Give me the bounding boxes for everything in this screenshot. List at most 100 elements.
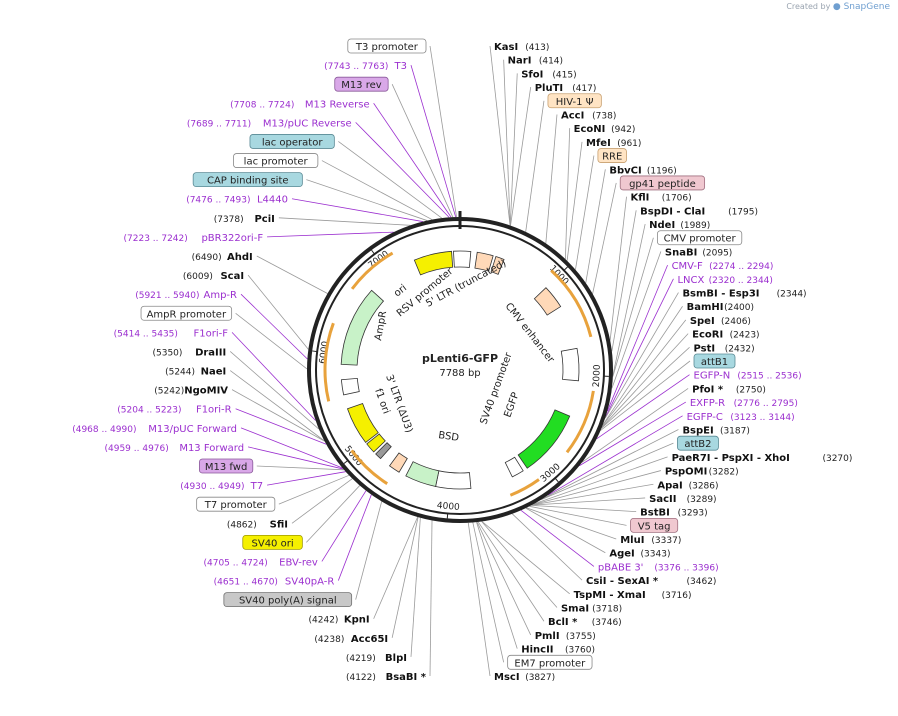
site-position: (961) [617,139,641,149]
primer-name: M13/pUC Reverse [263,118,352,129]
leader-line [306,485,361,543]
site-name: ApaI [657,480,682,491]
leader-line [601,347,690,429]
feature-label-text: lac operator [262,137,323,148]
site-position: (417) [572,84,596,94]
label-f1ori-r: F1ori-R(5204 .. 5223) [117,405,231,416]
leader-line [532,483,654,506]
leader-line [575,155,595,270]
label-nari: NarI(414) [508,56,563,67]
leader-line [467,522,491,677]
label-csii-sexai: CsiI - SexAI *(3462) [586,576,716,587]
label-naei: NaeI(5244) [165,367,226,378]
site-name: PfoI * [692,384,724,395]
label-bsabi: BsaBI *(4122) [346,672,427,683]
primer-range: (2274 .. 2294) [709,262,773,272]
leader-line [585,169,606,283]
site-position: (1989) [680,221,710,231]
site-position: (3270) [822,454,852,464]
primer-name: T3 [394,61,407,72]
site-name: NaeI [201,367,227,378]
leader-line [278,474,350,505]
label-t3-promoter: T3 promoter [347,38,427,54]
label-attb1: attB1 [693,353,736,369]
leader-line [592,182,617,294]
label-bstbi: BstBI(3293) [640,508,707,519]
leader-line [565,128,571,260]
site-position: (6490) [192,253,222,263]
primer-range: (7689 .. 7711) [187,119,251,129]
leader-line [605,278,674,417]
scale-tick-label: 2000 [592,364,603,388]
site-name: NdeI [649,220,675,231]
label-scai: ScaI(6009) [183,271,244,282]
site-name: HincII [521,645,553,656]
feature-ampr [340,289,385,366]
snapgene-credit: Created by ● SnapGene [786,2,890,12]
leader-line [566,141,583,261]
leader-line [231,389,325,442]
site-position: (3746) [592,618,622,628]
leader-line [489,45,511,226]
leader-line [235,408,327,445]
snapgene-logo: ● SnapGene [832,2,890,12]
leader-line [410,64,457,218]
leader-line [612,237,654,377]
label-kasi: KasI(413) [494,42,549,53]
leader-line [355,122,450,218]
leader-line [541,442,674,501]
site-position: (5350) [152,348,182,358]
leader-line [321,490,367,562]
feature-ampr-promoter [340,377,360,396]
feature-label-box [347,38,427,54]
label-ori: ori [392,283,409,300]
feature-label-box [196,496,276,512]
inner-labels: RSV promoter 5' LTR (truncated) CMV enha… [372,258,556,444]
label-pbr322ori-f: pBR322ori-F (7223 .. 7242) [124,233,264,244]
label-psti: PstI(2432) [694,343,755,354]
label-ngomiv: NgoMIV(5242) [154,386,228,397]
primer-range: (7223 .. 7242) [124,234,188,244]
label-t7: T7(4930 .. 4949) [180,481,263,492]
leader-line [256,255,328,294]
feature-label-box [249,134,335,149]
feature-label-text: attB1 [701,357,728,368]
site-name: KflI [631,193,650,204]
orange-arrow [550,269,593,338]
label-f1ori-f: F1ori-F(5414 .. 5435) [114,328,229,339]
label-hiv-1: HIV-1 Ψ [547,93,602,109]
site-position: (3282) [709,468,739,478]
site-position: (2400) [724,303,754,313]
primer-name: F1ori-R [196,405,232,416]
label-pspomi: PspOMI(3282) [665,467,739,478]
site-name: BbvCI [609,165,641,176]
leader-line [267,231,394,238]
label-cmv-f: CMV-F(2274 .. 2294) [672,261,774,272]
label-lncx: LNCX(2320 .. 2344) [677,275,772,286]
plasmid-name: pLenti6-GFP [422,352,498,365]
site-position: (3827) [525,673,555,683]
site-name: PaeR7I - PspXI - XhoI [672,453,790,464]
label-attb2: attB2 [677,435,719,451]
leader-line [533,456,668,505]
label-lac-promoter: lac promoter [233,153,319,168]
site-position: (2423) [730,331,760,341]
site-position: (2406) [721,317,751,327]
leader-line [391,84,454,218]
primer-name: pBR322ori-F [201,233,263,244]
primer-name: L4440 [257,195,288,206]
site-name: AhdI [227,252,253,263]
feature-ori [413,250,454,276]
label-mlui: MluI(3337) [620,535,681,546]
leader-line [602,305,683,425]
site-name: SmaI [561,604,589,615]
leader-line [355,501,383,600]
leader-line [481,521,558,608]
feature-label-text: RRE [602,152,622,163]
feature-label-text: AmpR promoter [147,309,227,320]
label-blpi: BlpI(4219) [346,653,407,664]
primer-name: Amp-R [203,290,237,301]
leader-line [532,470,661,506]
feature-label-box [507,654,593,670]
feature-rsv-promoter [453,250,472,268]
